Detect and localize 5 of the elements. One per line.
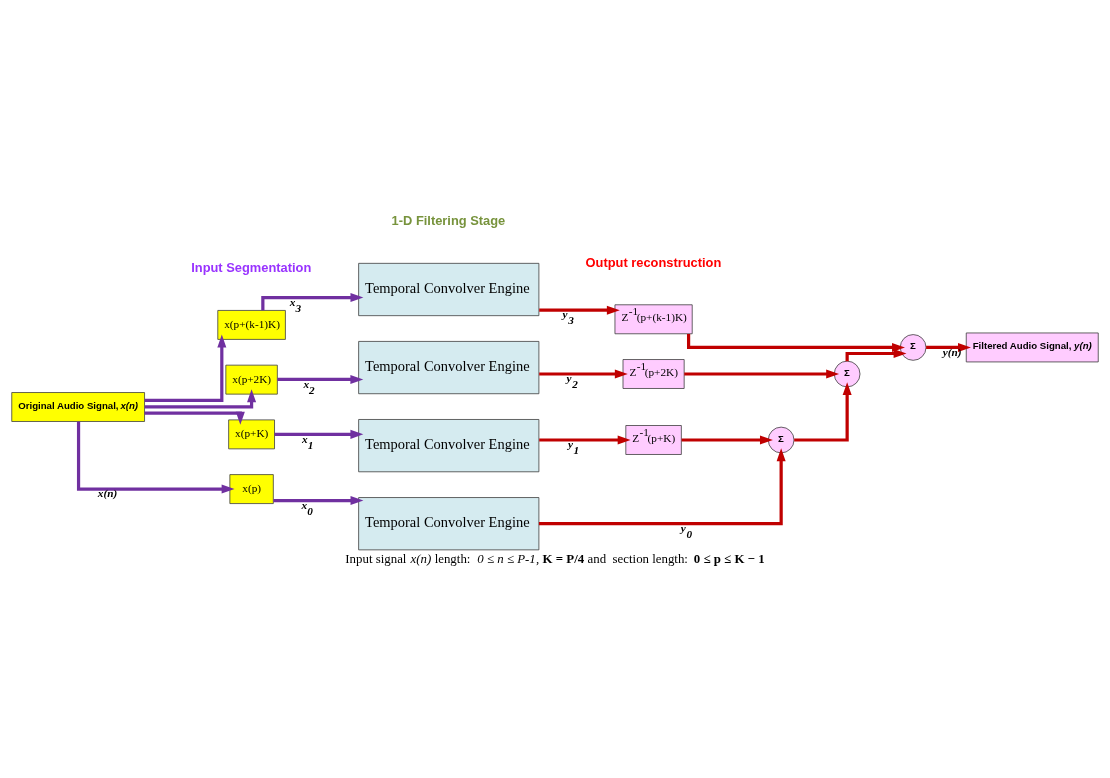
label: 1-D Filtering Stage (391, 212, 506, 228)
label: Input Segmentation (191, 259, 312, 275)
caption: Input signal x(n) length: 0 ≤ n ≤ P-1, K = P/4 and section length: 0 ≤ p ≤ K − 1 (345, 551, 765, 566)
edge-label: y(n) (942, 345, 962, 358)
label: Output reconstruction (585, 254, 722, 270)
